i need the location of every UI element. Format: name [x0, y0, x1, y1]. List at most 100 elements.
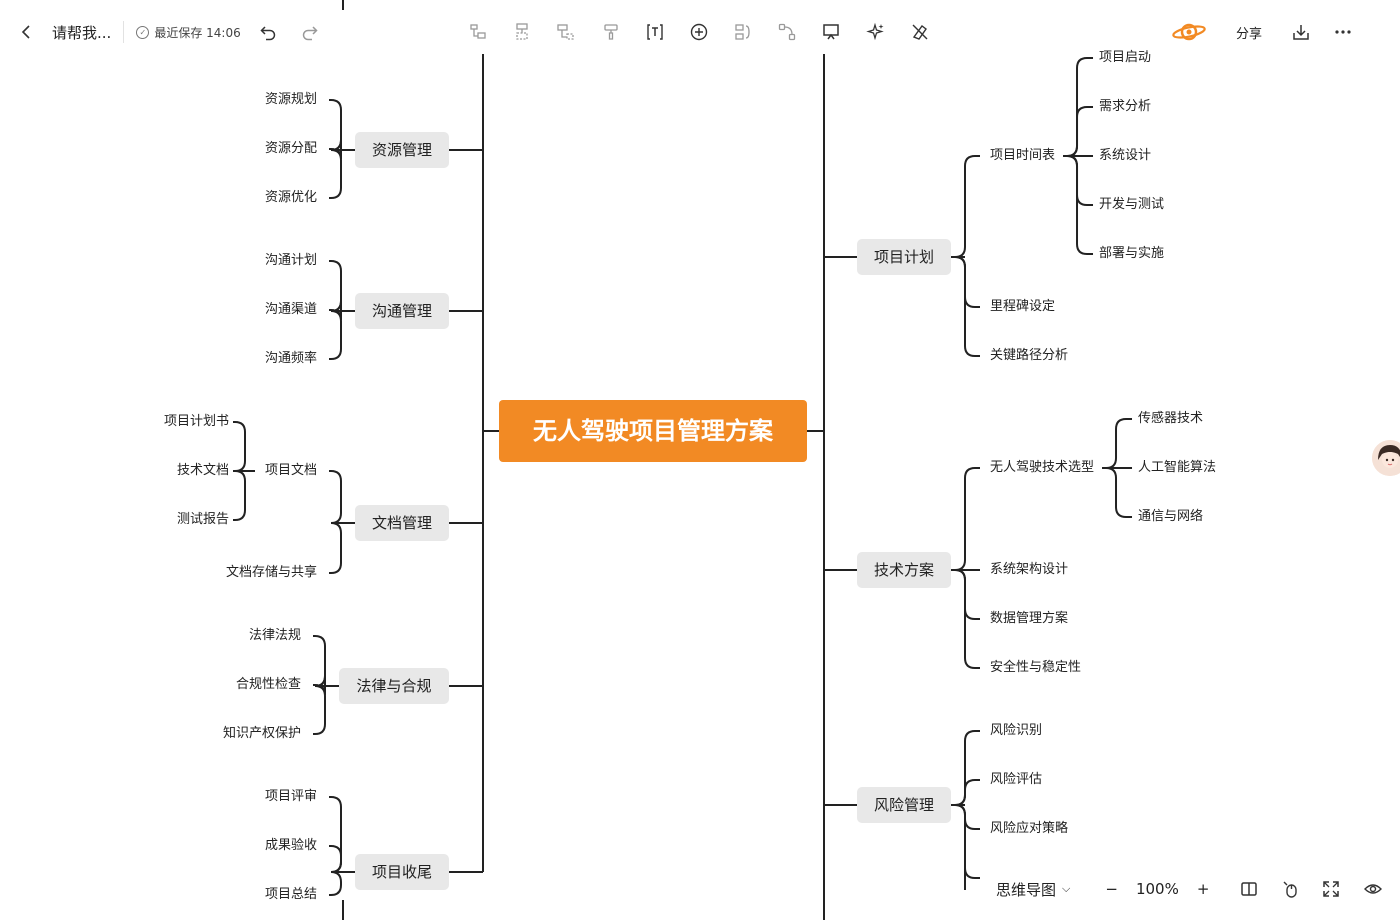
leaf-node[interactable]: 风险识别 — [990, 723, 1043, 738]
download-icon[interactable] — [1288, 19, 1314, 45]
left-leaf-connector — [329, 871, 342, 896]
leaf-node[interactable]: 开发与测试 — [1099, 197, 1165, 212]
branch-node-1[interactable]: 资源管理 — [355, 132, 449, 168]
format-painter-icon[interactable] — [598, 19, 624, 45]
assistant-avatar[interactable] — [1372, 440, 1400, 476]
leaf-node[interactable]: 沟通渠道 — [264, 302, 317, 317]
leaf-node[interactable]: 人工智能算法 — [1138, 460, 1217, 475]
leaf-node[interactable]: 项目总结 — [264, 887, 317, 902]
branch-node-2[interactable]: 沟通管理 — [355, 293, 449, 329]
left-leaf-connector — [329, 260, 342, 312]
left-leaf-connector — [329, 470, 342, 524]
leaf-node[interactable]: 文档存储与共享 — [225, 565, 317, 580]
insert-icon[interactable] — [686, 19, 712, 45]
header-left-toolbar: 请帮我... ✓ 最近保存 14:06 — [0, 10, 348, 54]
leaf-node[interactable]: 风险应对策略 — [990, 821, 1069, 836]
leaf-node[interactable]: 部署与实施 — [1099, 246, 1165, 261]
add-parent-node-icon[interactable] — [553, 19, 579, 45]
leaf-node[interactable]: 资源优化 — [264, 190, 317, 205]
mouse-mode-icon[interactable] — [1278, 876, 1304, 902]
leaf-node[interactable]: 技术文档 — [176, 463, 229, 478]
chevron-left-icon[interactable] — [14, 19, 40, 45]
leaf-node[interactable]: 法律法规 — [248, 628, 301, 643]
undo-icon[interactable] — [255, 19, 281, 45]
zoom-in-button[interactable]: + — [1196, 880, 1210, 898]
leaf-node[interactable]: 安全性与稳定性 — [990, 660, 1082, 675]
right-leaf-connector — [954, 779, 980, 806]
right-leaf-connector — [954, 569, 980, 620]
leaf-node[interactable]: 资源规划 — [264, 92, 317, 107]
add-child-node-icon[interactable] — [465, 19, 491, 45]
zoom-out-button[interactable]: − — [1105, 880, 1118, 898]
leaf-node[interactable]: 数据管理方案 — [990, 611, 1069, 626]
leaf-node[interactable]: 系统设计 — [1099, 148, 1152, 163]
leaf-node[interactable]: 需求分析 — [1099, 99, 1152, 114]
sub-leaf-connector — [1105, 467, 1133, 518]
text-box-icon[interactable] — [642, 19, 668, 45]
editing-toolbar — [456, 10, 942, 54]
preview-eye-icon[interactable] — [1360, 876, 1386, 902]
branch-node-5[interactable]: 项目收尾 — [355, 854, 449, 890]
leaf-node[interactable]: 风险评估 — [990, 772, 1043, 787]
frame-icon[interactable] — [818, 19, 844, 45]
left-leaf-connector — [329, 522, 342, 574]
fit-screen-icon[interactable] — [1318, 876, 1344, 902]
view-mode-dropdown[interactable]: 思维导图 ⌵ — [986, 879, 1070, 900]
sub-leaf-connector — [1066, 106, 1094, 157]
leaf-node[interactable]: 项目启动 — [1099, 50, 1152, 65]
header-right-toolbar: 分享 — [1148, 10, 1400, 54]
leaf-node[interactable]: 沟通频率 — [264, 351, 317, 366]
leaf-node[interactable]: 传感器技术 — [1138, 411, 1204, 426]
sub-topic-node[interactable]: 项目文档 — [264, 463, 317, 478]
chevron-down-icon: ⌵ — [1062, 882, 1071, 895]
divider — [123, 21, 125, 43]
clear-format-icon[interactable] — [907, 19, 933, 45]
sub-topic-node[interactable]: 项目时间表 — [990, 148, 1056, 163]
split-view-icon[interactable] — [1236, 876, 1262, 902]
branch-node-right-3[interactable]: 风险管理 — [857, 787, 951, 823]
zoom-level[interactable]: 100% — [1135, 880, 1179, 898]
ai-sparkle-icon[interactable] — [863, 19, 889, 45]
left-leaf-connector — [329, 310, 342, 360]
sub-topic-node[interactable]: 无人驾驶技术选型 — [990, 460, 1095, 475]
root-node[interactable]: 无人驾驶项目管理方案 — [499, 400, 807, 462]
sub-leaf-connector — [233, 470, 246, 521]
leaf-node[interactable]: 里程碑设定 — [990, 299, 1056, 314]
branch-node-4[interactable]: 法律与合规 — [339, 668, 449, 704]
left-leaf-connector — [329, 149, 342, 199]
bottom-status-bar: 思维导图 ⌵ − 100% + — [986, 872, 1400, 906]
relation-line-icon[interactable] — [774, 19, 800, 45]
leaf-node[interactable]: 通信与网络 — [1138, 509, 1204, 524]
leaf-node[interactable]: 测试报告 — [176, 512, 229, 527]
right-leaf-connector — [954, 256, 980, 357]
leaf-node[interactable]: 关键路径分析 — [990, 348, 1069, 363]
right-leaf-connector — [954, 730, 980, 806]
right-leaf-connector — [954, 155, 980, 258]
redo-icon[interactable] — [297, 19, 323, 45]
leaf-node[interactable]: 项目评审 — [264, 789, 317, 804]
share-button[interactable]: 分享 — [1236, 26, 1263, 42]
leaf-node[interactable]: 合规性检查 — [235, 677, 301, 692]
leaf-node[interactable]: 成果验收 — [264, 838, 317, 853]
branch-node-right-1[interactable]: 项目计划 — [857, 239, 951, 275]
leaf-node[interactable]: 系统架构设计 — [990, 562, 1069, 577]
summary-icon[interactable] — [730, 19, 756, 45]
leaf-node[interactable]: 资源分配 — [264, 141, 317, 156]
sub-leaf-connector — [1105, 418, 1133, 469]
leaf-node[interactable]: 知识产权保护 — [222, 726, 301, 741]
planet-logo-icon[interactable] — [1170, 19, 1208, 45]
left-leaf-connector — [329, 99, 342, 151]
leaf-node[interactable]: 项目计划书 — [163, 414, 229, 429]
document-title[interactable]: 请帮我... — [52, 23, 112, 42]
more-icon[interactable] — [1330, 19, 1356, 45]
branch-node-right-2[interactable]: 技术方案 — [857, 552, 951, 588]
sub-leaf-connector — [233, 421, 246, 472]
branch-node-3[interactable]: 文档管理 — [355, 505, 449, 541]
saved-check-icon: ✓ — [136, 25, 150, 39]
left-leaf-connector — [313, 635, 326, 687]
right-leaf-connector — [954, 467, 980, 571]
leaf-node[interactable]: 沟通计划 — [264, 253, 317, 268]
add-sibling-node-icon[interactable] — [509, 19, 535, 45]
